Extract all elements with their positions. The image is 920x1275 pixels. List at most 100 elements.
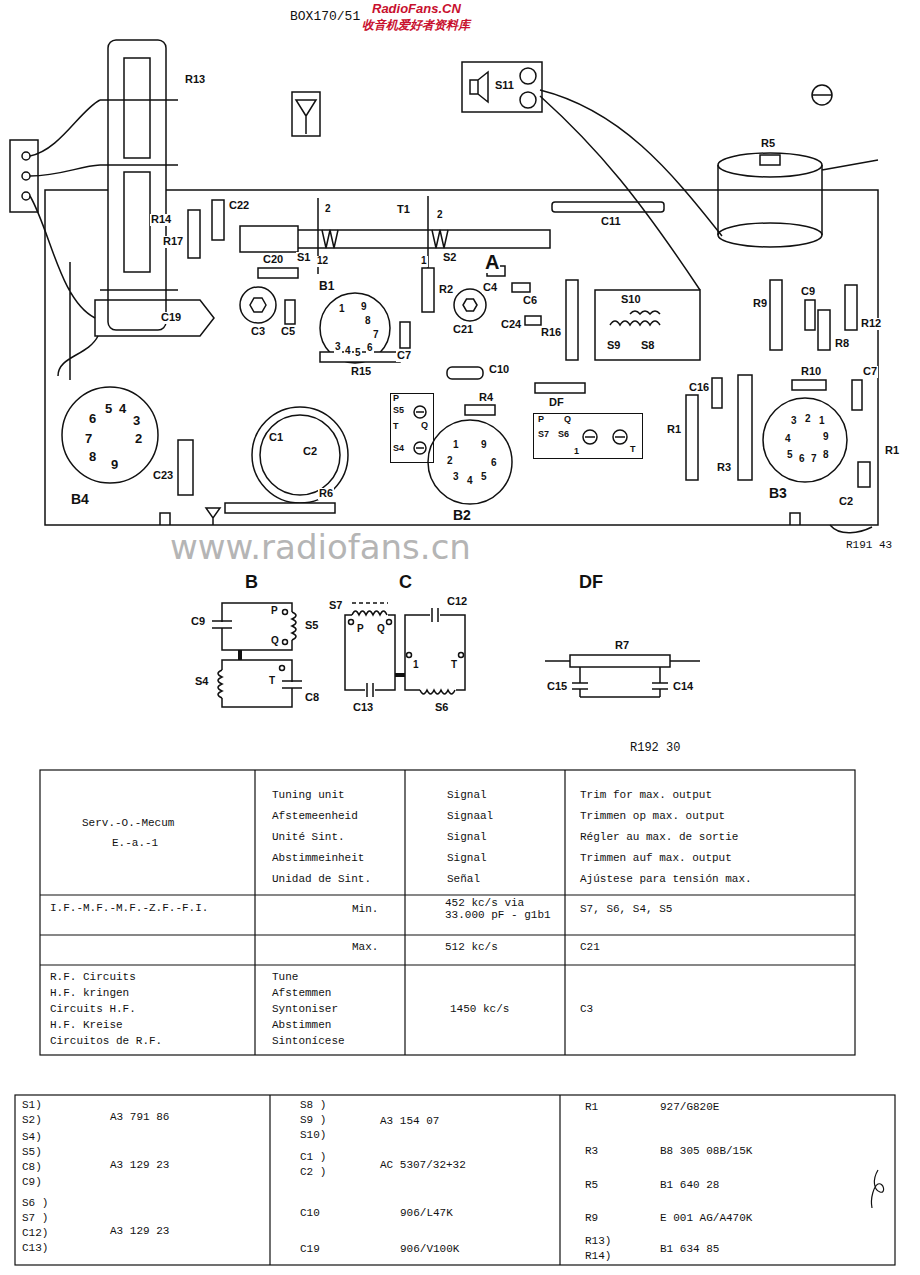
part-label: R3 xyxy=(716,462,732,474)
part-label: 12 xyxy=(316,256,329,267)
part-label: 5 xyxy=(104,402,113,416)
coil-detail-c xyxy=(349,620,354,625)
table-cell: C3 xyxy=(580,1004,593,1016)
table-cell: Unidad de Sint. xyxy=(272,874,371,886)
coil-detail-c xyxy=(345,615,395,690)
resistor-symbol xyxy=(792,380,826,390)
part-label: C8 xyxy=(304,692,320,704)
resistor-tube xyxy=(30,100,100,380)
part-label: C7 xyxy=(396,350,412,362)
resistor-tube xyxy=(10,40,214,380)
resistor-symbol xyxy=(465,405,495,415)
table-cell: Circuitos de R.F. xyxy=(50,1036,162,1048)
potentiometer xyxy=(718,153,822,177)
group-letter: DF xyxy=(578,573,604,592)
table-cell: S5) xyxy=(22,1147,42,1159)
part-label: S8 xyxy=(640,340,655,352)
table-cell: A3 129 23 xyxy=(110,1226,169,1238)
part-label: 3 xyxy=(334,342,342,353)
part-label: 5 xyxy=(480,472,488,483)
coil-detail-b xyxy=(218,670,226,698)
ferrite-rod-coil xyxy=(552,202,664,212)
resistor-symbol xyxy=(818,310,830,350)
resistor-symbol xyxy=(858,462,870,487)
ferrite-rod-coil xyxy=(240,226,298,252)
coil-detail-c xyxy=(352,602,388,604)
part-label: C7 xyxy=(862,366,878,378)
part-label: 3 xyxy=(132,414,141,428)
tube-socket xyxy=(62,387,158,483)
coil-detail-b xyxy=(288,612,296,640)
trimmer-symbol xyxy=(583,430,597,444)
coil-detail-b xyxy=(218,622,226,628)
table-cell: Signal xyxy=(447,790,487,802)
resistor-symbol xyxy=(422,268,434,312)
part-label: 4 xyxy=(344,346,352,357)
terminal-label: T xyxy=(630,445,636,454)
part-label: 5 xyxy=(786,450,794,461)
terminal-label: P xyxy=(393,394,399,403)
parts-table xyxy=(15,1095,895,1265)
speaker-socket xyxy=(462,62,542,112)
coil-detail-c xyxy=(407,653,412,658)
part-label: R1 xyxy=(884,445,900,457)
chassis-plate xyxy=(160,513,800,525)
speaker-socket xyxy=(520,92,536,108)
resistor-tube xyxy=(124,58,150,158)
part-label: R2 xyxy=(438,284,454,296)
resistor-symbol xyxy=(805,300,815,330)
part-label: C23 xyxy=(152,470,174,482)
part-label: C9 xyxy=(800,286,816,298)
trimmer-symbol xyxy=(585,436,595,438)
antenna-symbol xyxy=(206,508,220,525)
table-cell: Sintonícese xyxy=(272,1036,345,1048)
speaker-socket xyxy=(540,90,722,290)
resistor-symbol xyxy=(447,367,483,379)
part-label: C24 xyxy=(500,319,522,331)
watermark: www.radiofans.cn xyxy=(170,530,471,564)
chassis-plate xyxy=(45,190,878,533)
part-label: C20 xyxy=(262,254,284,266)
table-cell: Syntoniser xyxy=(272,1004,338,1016)
resistor-tube xyxy=(22,152,30,160)
filter-detail-df xyxy=(572,667,668,697)
coil-detail-c xyxy=(367,683,373,697)
table-cell: C13) xyxy=(22,1243,48,1255)
table-cell: Abstimmen xyxy=(272,1020,331,1032)
trimmer-symbol xyxy=(615,436,625,438)
part-label: 9 xyxy=(822,432,830,443)
coil-detail-c xyxy=(420,686,456,694)
part-label: C14 xyxy=(672,681,694,693)
resistor-tube xyxy=(95,300,214,336)
part-label: R10 xyxy=(800,366,822,378)
table-cell: A3 154 07 xyxy=(380,1116,439,1128)
part-label: 8 xyxy=(364,316,372,327)
resistor-symbol xyxy=(188,210,200,258)
filter-detail-df xyxy=(545,655,700,697)
watermark-header: 收音机爱好者资料库 xyxy=(362,19,470,32)
coil-detail-b xyxy=(288,682,296,688)
part-label: R4 xyxy=(478,392,494,404)
resistor-symbol xyxy=(845,285,857,330)
watermark-header: RadioFans.CN xyxy=(372,2,461,16)
part-label: 8 xyxy=(822,450,830,461)
part-label: 8 xyxy=(88,450,97,464)
part-label: 2 xyxy=(324,204,332,215)
resistor-symbol xyxy=(212,200,224,240)
resistor-symbol xyxy=(512,283,530,292)
table-cell: R.F. Circuits xyxy=(50,972,136,984)
part-label: 4 xyxy=(118,402,127,416)
part-label: S9 xyxy=(606,340,621,352)
coil-detail-b xyxy=(283,640,288,645)
resistor-symbol xyxy=(686,395,698,480)
resistor-symbol xyxy=(535,383,585,393)
coil-detail-c xyxy=(387,620,392,625)
coil-detail-b xyxy=(218,670,222,698)
table-cell: Circuits H.F. xyxy=(50,1004,136,1016)
resistor-symbol xyxy=(258,268,298,278)
table-cell: S1) xyxy=(22,1100,42,1112)
part-label: 1 xyxy=(818,416,826,427)
part-label: 6 xyxy=(490,458,498,469)
if-transformer xyxy=(595,290,700,360)
table-cell: H.F. kringen xyxy=(50,988,129,1000)
